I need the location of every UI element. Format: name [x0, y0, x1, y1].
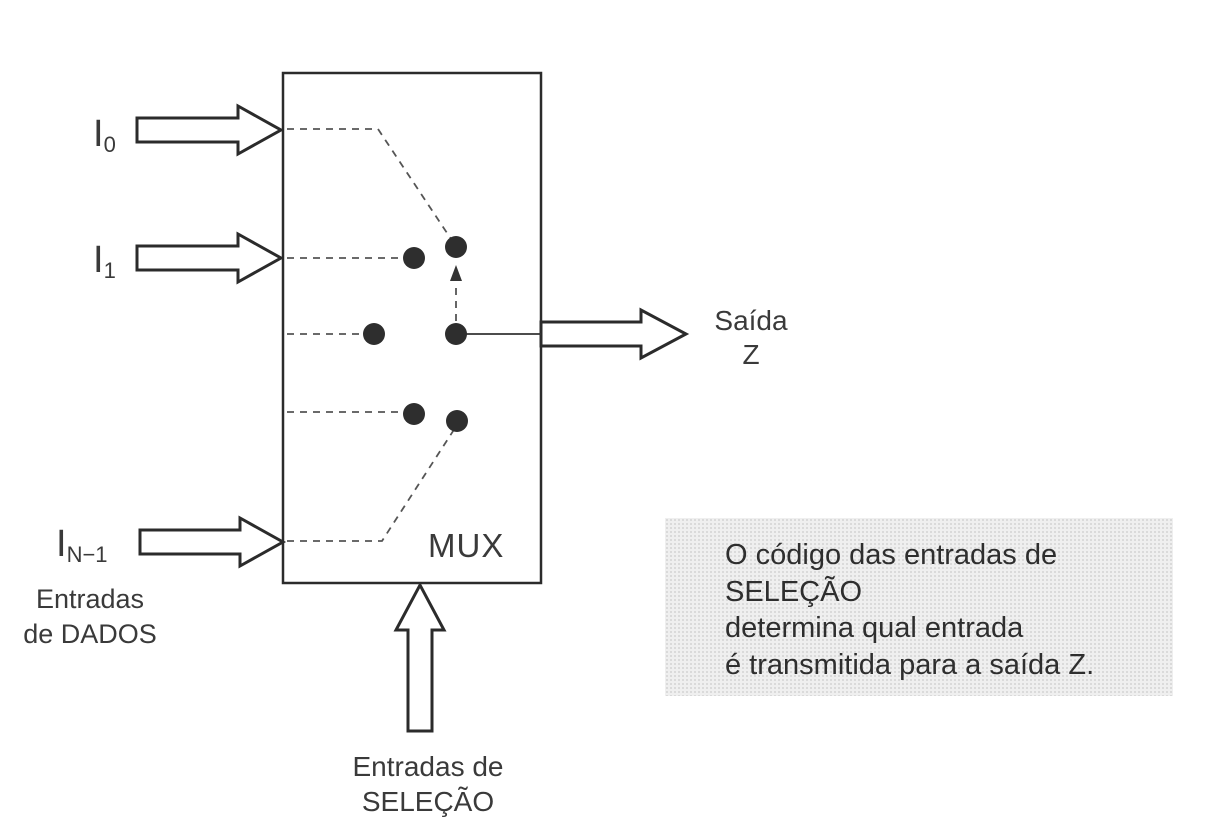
- output-label-line2: Z: [742, 339, 759, 370]
- input-label-i0: I0: [93, 113, 116, 157]
- input-arrow-i1: [135, 231, 285, 285]
- contact-dot: [403, 247, 425, 269]
- input-arrow-i0: [135, 103, 285, 157]
- contact-dot: [445, 236, 467, 258]
- note-line: SELEÇÃO: [725, 575, 862, 608]
- note-line: é transmitida para a saída Z.: [725, 648, 1095, 681]
- select-label-line1: Entradas de: [353, 751, 504, 782]
- select-label-line2: SELEÇÃO: [362, 786, 494, 817]
- input-arrow-in-1: [138, 515, 287, 569]
- output-arrow: [539, 307, 690, 361]
- output-label-line1: Saída: [714, 305, 788, 336]
- note-line: determina qual entrada: [725, 612, 1024, 644]
- data-inputs-label-line1: Entradas: [36, 584, 144, 614]
- note-line: O código das entradas de: [725, 539, 1058, 571]
- contact-dot: [363, 323, 385, 345]
- select-arrow: [393, 581, 447, 733]
- mux-block: [281, 71, 543, 585]
- input-label-in-1: IN−1: [56, 523, 108, 567]
- contact-dot: [445, 323, 467, 345]
- data-inputs-label-line2: de DADOS: [23, 619, 157, 649]
- internal-dashed-lines: [287, 128, 458, 542]
- note-background: [665, 518, 1173, 696]
- switch-contacts: [363, 236, 468, 432]
- contact-dot: [446, 410, 468, 432]
- contact-dot: [403, 403, 425, 425]
- input-label-i1: I1: [93, 239, 116, 283]
- selection-note: O código das entradas de SELEÇÃO determi…: [725, 537, 1094, 683]
- selector-arrowhead: [450, 265, 462, 281]
- mux-label: MUX: [428, 527, 504, 564]
